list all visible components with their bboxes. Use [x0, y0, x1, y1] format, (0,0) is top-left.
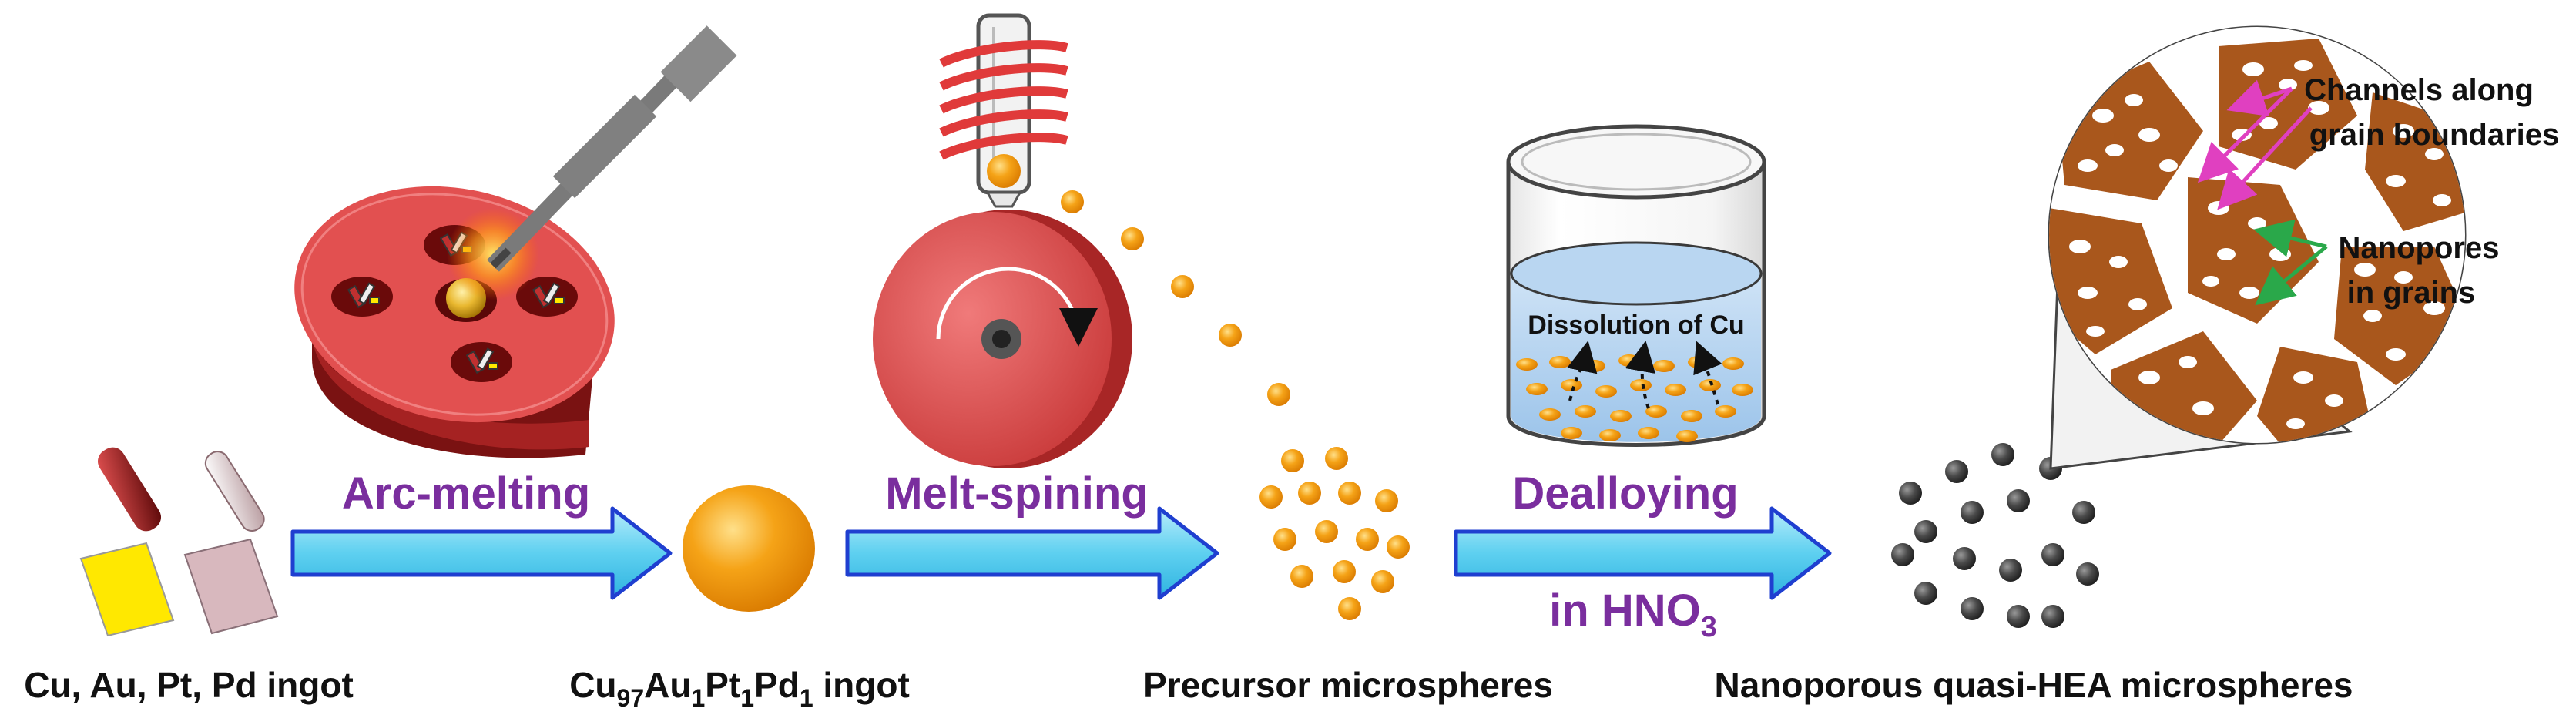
dissolution-label: Dissolution of Cu: [1528, 310, 1744, 340]
channels-label-line2: grain boundaries: [2309, 118, 2560, 152]
step-label-dealloying: Dealloying: [1512, 468, 1738, 519]
channels-annotation: Channels along grain boundaries: [2197, 73, 2560, 210]
pd-plate: [183, 538, 279, 635]
nozzle-tube: [976, 13, 1031, 208]
caption-alloy-ingot: Cu97Au1Pt1Pd1 ingot: [569, 665, 910, 712]
step-label-melt-spinning: Melt-spining: [885, 468, 1149, 519]
melt-spinner: [873, 13, 1290, 468]
pt-rod: [204, 451, 265, 532]
nanopores-label-line1: Nanopores: [2339, 231, 2500, 265]
caption-precursor: Precursor microspheres: [1143, 665, 1553, 705]
beaker-particles: [1516, 354, 1753, 442]
step-sublabel-dealloying: in HNO3: [1549, 586, 1717, 643]
step-label-arc-melting: Arc-melting: [342, 468, 590, 519]
arc-electrode: [487, 25, 737, 272]
au-plate: [79, 542, 175, 637]
arc-melter: [294, 25, 737, 458]
raw-metal-pieces: [79, 447, 279, 637]
rotation-arrow: [936, 267, 1098, 347]
arrow-dealloying: Dealloying in HNO3: [1454, 468, 1832, 643]
nanoporous-microspheres: [1891, 443, 2099, 628]
beaker: Dissolution of Cu: [1506, 124, 1766, 447]
alloy-ingot: [683, 485, 815, 612]
melt-in-nozzle: [987, 154, 1021, 188]
arrow-arc-melting: Arc-melting: [290, 468, 673, 600]
cu-rod: [97, 447, 162, 532]
nanopores-annotation: Nanopores in grains: [2253, 219, 2500, 310]
arrow-melt-spinning: Melt-spining: [845, 468, 1219, 600]
caption-product: Nanoporous quasi-HEA microspheres: [1714, 665, 2353, 705]
channels-label-line1: Channels along: [2304, 73, 2534, 107]
nanopores-label-line2: in grains: [2347, 276, 2476, 310]
falling-droplets: [1061, 190, 1290, 406]
precursor-microspheres: [1259, 447, 1410, 620]
caption-raw-ingot: Cu, Au, Pt, Pd ingot: [24, 665, 354, 705]
dissolution-arrows: [1567, 341, 1722, 409]
induction-coil: [939, 40, 1068, 160]
